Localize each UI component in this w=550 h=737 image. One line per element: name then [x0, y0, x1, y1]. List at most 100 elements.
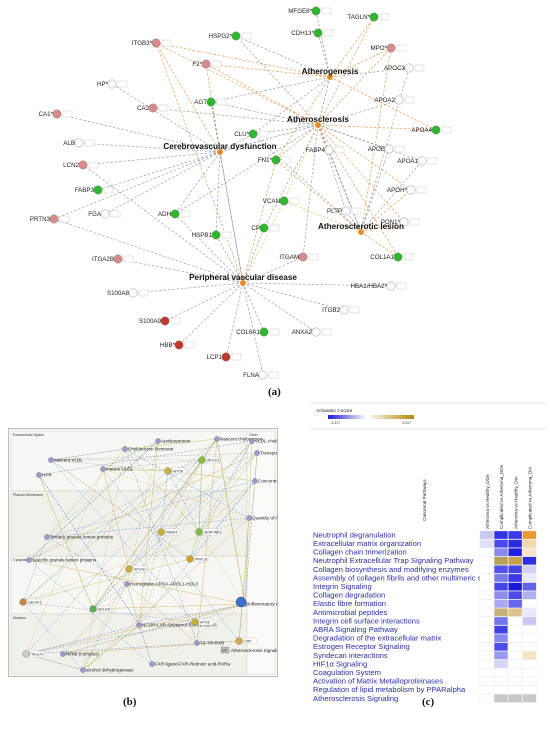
pathway-row[interactable]: HIF1α Signaling	[313, 659, 537, 668]
node-vcan[interactable]: VCAN	[263, 196, 300, 206]
node-hbb[interactable]: HBB*	[160, 340, 195, 350]
pathway-row[interactable]: Coagulation System	[313, 668, 537, 677]
protein-node[interactable]: CRP	[235, 637, 258, 645]
node-fn1[interactable]: FN1*	[258, 155, 292, 165]
node-s100a9[interactable]: S100A9	[139, 316, 181, 326]
node-cdh13[interactable]: CDH13*	[291, 28, 334, 38]
node-flna[interactable]: FLNA	[243, 370, 279, 380]
node-ca2[interactable]: CA2	[137, 103, 169, 113]
node-col1a1[interactable]: COL1A1	[370, 252, 414, 262]
node-fabp4[interactable]: FABP4	[306, 145, 345, 155]
term-node[interactable]: VLDL-cholesterol	[249, 438, 277, 444]
term-node[interactable]: Specific granule lumen proteins	[26, 557, 97, 563]
node-fga[interactable]: FGA	[88, 209, 121, 219]
term-node[interactable]: Transport of lipid	[254, 450, 277, 456]
term-node[interactable]: nascent VLDL	[48, 457, 83, 463]
protein-node[interactable]: Q8LKK1	[19, 598, 42, 606]
hub-h_al[interactable]: Atherosclerotic lesion	[318, 222, 404, 235]
node-f2[interactable]: F2*	[192, 59, 222, 69]
node-clu[interactable]: CLU*	[234, 129, 269, 139]
protein-node[interactable]: APOB	[164, 467, 187, 475]
pathway-row[interactable]: Estrogen Receptor Signaling	[313, 642, 537, 651]
pathway-row[interactable]: Elastic fibre formation	[313, 599, 537, 608]
node-anxa2[interactable]: ANXA2	[292, 327, 332, 337]
node-lcp1[interactable]: LCP1	[207, 352, 242, 362]
hub-h_cvd[interactable]: Cerebrovascular dysfunction	[163, 142, 277, 155]
protein-node[interactable]: APOA1	[125, 565, 148, 573]
term-node[interactable]: Chylomicron Remnant	[122, 446, 174, 452]
node-s100a8[interactable]: S100A8	[107, 288, 149, 298]
node-itga2b[interactable]: ITGA2B	[92, 254, 134, 264]
term-node[interactable]: NCOR-LXR-Oxysterol-RXR-9 cis RA	[136, 622, 218, 628]
node-adh[interactable]: ADH	[158, 209, 191, 219]
term-node[interactable]: mature VLDL	[100, 466, 134, 472]
node-apoh[interactable]: APOH*	[387, 185, 427, 195]
node-prtn3[interactable]: PRTN3	[30, 214, 70, 224]
node-pon1[interactable]: PON1*	[381, 217, 420, 227]
protein-node[interactable]: TAGLN	[22, 650, 45, 658]
pathway-row[interactable]: Collagen biosynthesis and modifying enzy…	[313, 565, 537, 574]
term-node[interactable]: Hemoglobin APOA-APOL1-HDL3	[124, 581, 198, 587]
protein-label: ADH1B	[98, 607, 111, 611]
node-cp[interactable]: CP	[251, 223, 280, 233]
node-pltp[interactable]: PLTP	[327, 206, 362, 216]
pathway-row[interactable]: Collagen degradation	[313, 591, 537, 600]
node-itgb2[interactable]: ITGB2	[322, 305, 360, 315]
pathway-row[interactable]: Integrin cell surface interactions	[313, 616, 537, 625]
term-node[interactable]: T3-TR-RXR	[194, 640, 225, 646]
node-mfge8[interactable]: MFGE8*	[288, 6, 332, 16]
pathway-row[interactable]: Regulation of lipid metabolism by PPARal…	[313, 685, 537, 694]
node-itgb3[interactable]: ITGB3*	[132, 38, 172, 48]
pathway-row[interactable]: Syndecan interactions	[313, 651, 537, 660]
term-node[interactable]: Concentration of lipid	[252, 478, 277, 484]
term-node[interactable]: NFkB (complex)	[60, 651, 99, 657]
term-node[interactable]: Quantity of HDL cholesterol in blood	[246, 515, 277, 521]
term-node[interactable]: HPR	[36, 472, 52, 478]
pathway-row[interactable]: Integrin Signaling	[313, 582, 537, 591]
pathway-row[interactable]: Neutrophil degranulation	[313, 530, 537, 539]
node-hspg2[interactable]: HSPG2*	[209, 31, 252, 41]
pathway-row[interactable]: ABRA Signaling Pathway	[313, 625, 537, 634]
term-node[interactable]: alcohol dehydrogenase	[80, 667, 134, 673]
hub-h_pvd[interactable]: Peripheral vascular disease	[189, 273, 297, 286]
node-fabp3[interactable]: FABP3	[75, 185, 114, 195]
node-lcn2[interactable]: LCN2	[63, 160, 99, 170]
protein-node[interactable]: SERPINF1	[195, 528, 222, 536]
node-hba1[interactable]: HBA1/HBA2*	[351, 281, 407, 291]
node-ca1[interactable]: CA1*	[39, 109, 73, 119]
protein-node[interactable]: PRKCB	[186, 555, 209, 563]
pathway-row[interactable]: Collagen chain trimerization	[313, 548, 537, 557]
node-alb[interactable]: ALB	[63, 138, 95, 148]
hub-h_ats[interactable]: Atherosclerosis	[287, 115, 349, 128]
protein-node[interactable]: APOC3	[198, 456, 221, 464]
pathway-row[interactable]: Antimicrobial peptides	[313, 608, 537, 617]
term-node[interactable]: Apolipoprotein	[155, 438, 191, 444]
pathway-row[interactable]: Assembly of collagen fibrils and other m…	[313, 573, 537, 582]
node-apoa4[interactable]: APOA4	[411, 125, 452, 135]
node-apoa2[interactable]: APOA2	[374, 95, 415, 105]
protein-node[interactable]: FABP4	[157, 528, 180, 536]
pathway-row[interactable]: Degradation of the extracellular matrix	[313, 634, 537, 643]
protein-node[interactable]: ADH1B	[89, 605, 112, 613]
pathway-row[interactable]: Atherosclerosis Signaling	[313, 694, 537, 703]
node-tagln[interactable]: TAGLN*	[347, 12, 390, 22]
node-apoc3[interactable]: APOC3	[384, 63, 425, 73]
node-apoa1[interactable]: APOA1	[397, 156, 438, 166]
pathway-row[interactable]: Neutrophil Extracellular Trap Signaling …	[313, 556, 537, 565]
node-agt[interactable]: AGT	[194, 97, 227, 107]
hub-h_ath[interactable]: Atherogenesis	[302, 67, 359, 80]
term-node[interactable]: Inflammatory response	[242, 601, 277, 607]
node-itgam[interactable]: ITGAM	[279, 252, 319, 262]
term-node[interactable]: FXR ligand-FXR-Retinoic acid-RXRa	[149, 661, 230, 667]
node-mpo[interactable]: MPO*	[370, 43, 407, 53]
term-node[interactable]: Nascent chylomicron	[214, 436, 263, 442]
term-node[interactable]: Tertiary granule lumen proteins	[44, 534, 114, 540]
pathway-row[interactable]: Activation of Matrix Metalloproteinases	[313, 677, 537, 686]
inflammatory-response-node[interactable]	[235, 596, 247, 608]
node-col6a1[interactable]: COL6A1	[236, 327, 280, 337]
node-hp[interactable]: HP*	[97, 79, 128, 89]
node-apoe[interactable]: APOE	[368, 144, 405, 154]
protein-node[interactable]: APOE	[191, 618, 214, 626]
pathway-row[interactable]: Extracellular matrix organization	[313, 539, 537, 548]
node-hspb1[interactable]: HSPB1	[192, 230, 232, 240]
